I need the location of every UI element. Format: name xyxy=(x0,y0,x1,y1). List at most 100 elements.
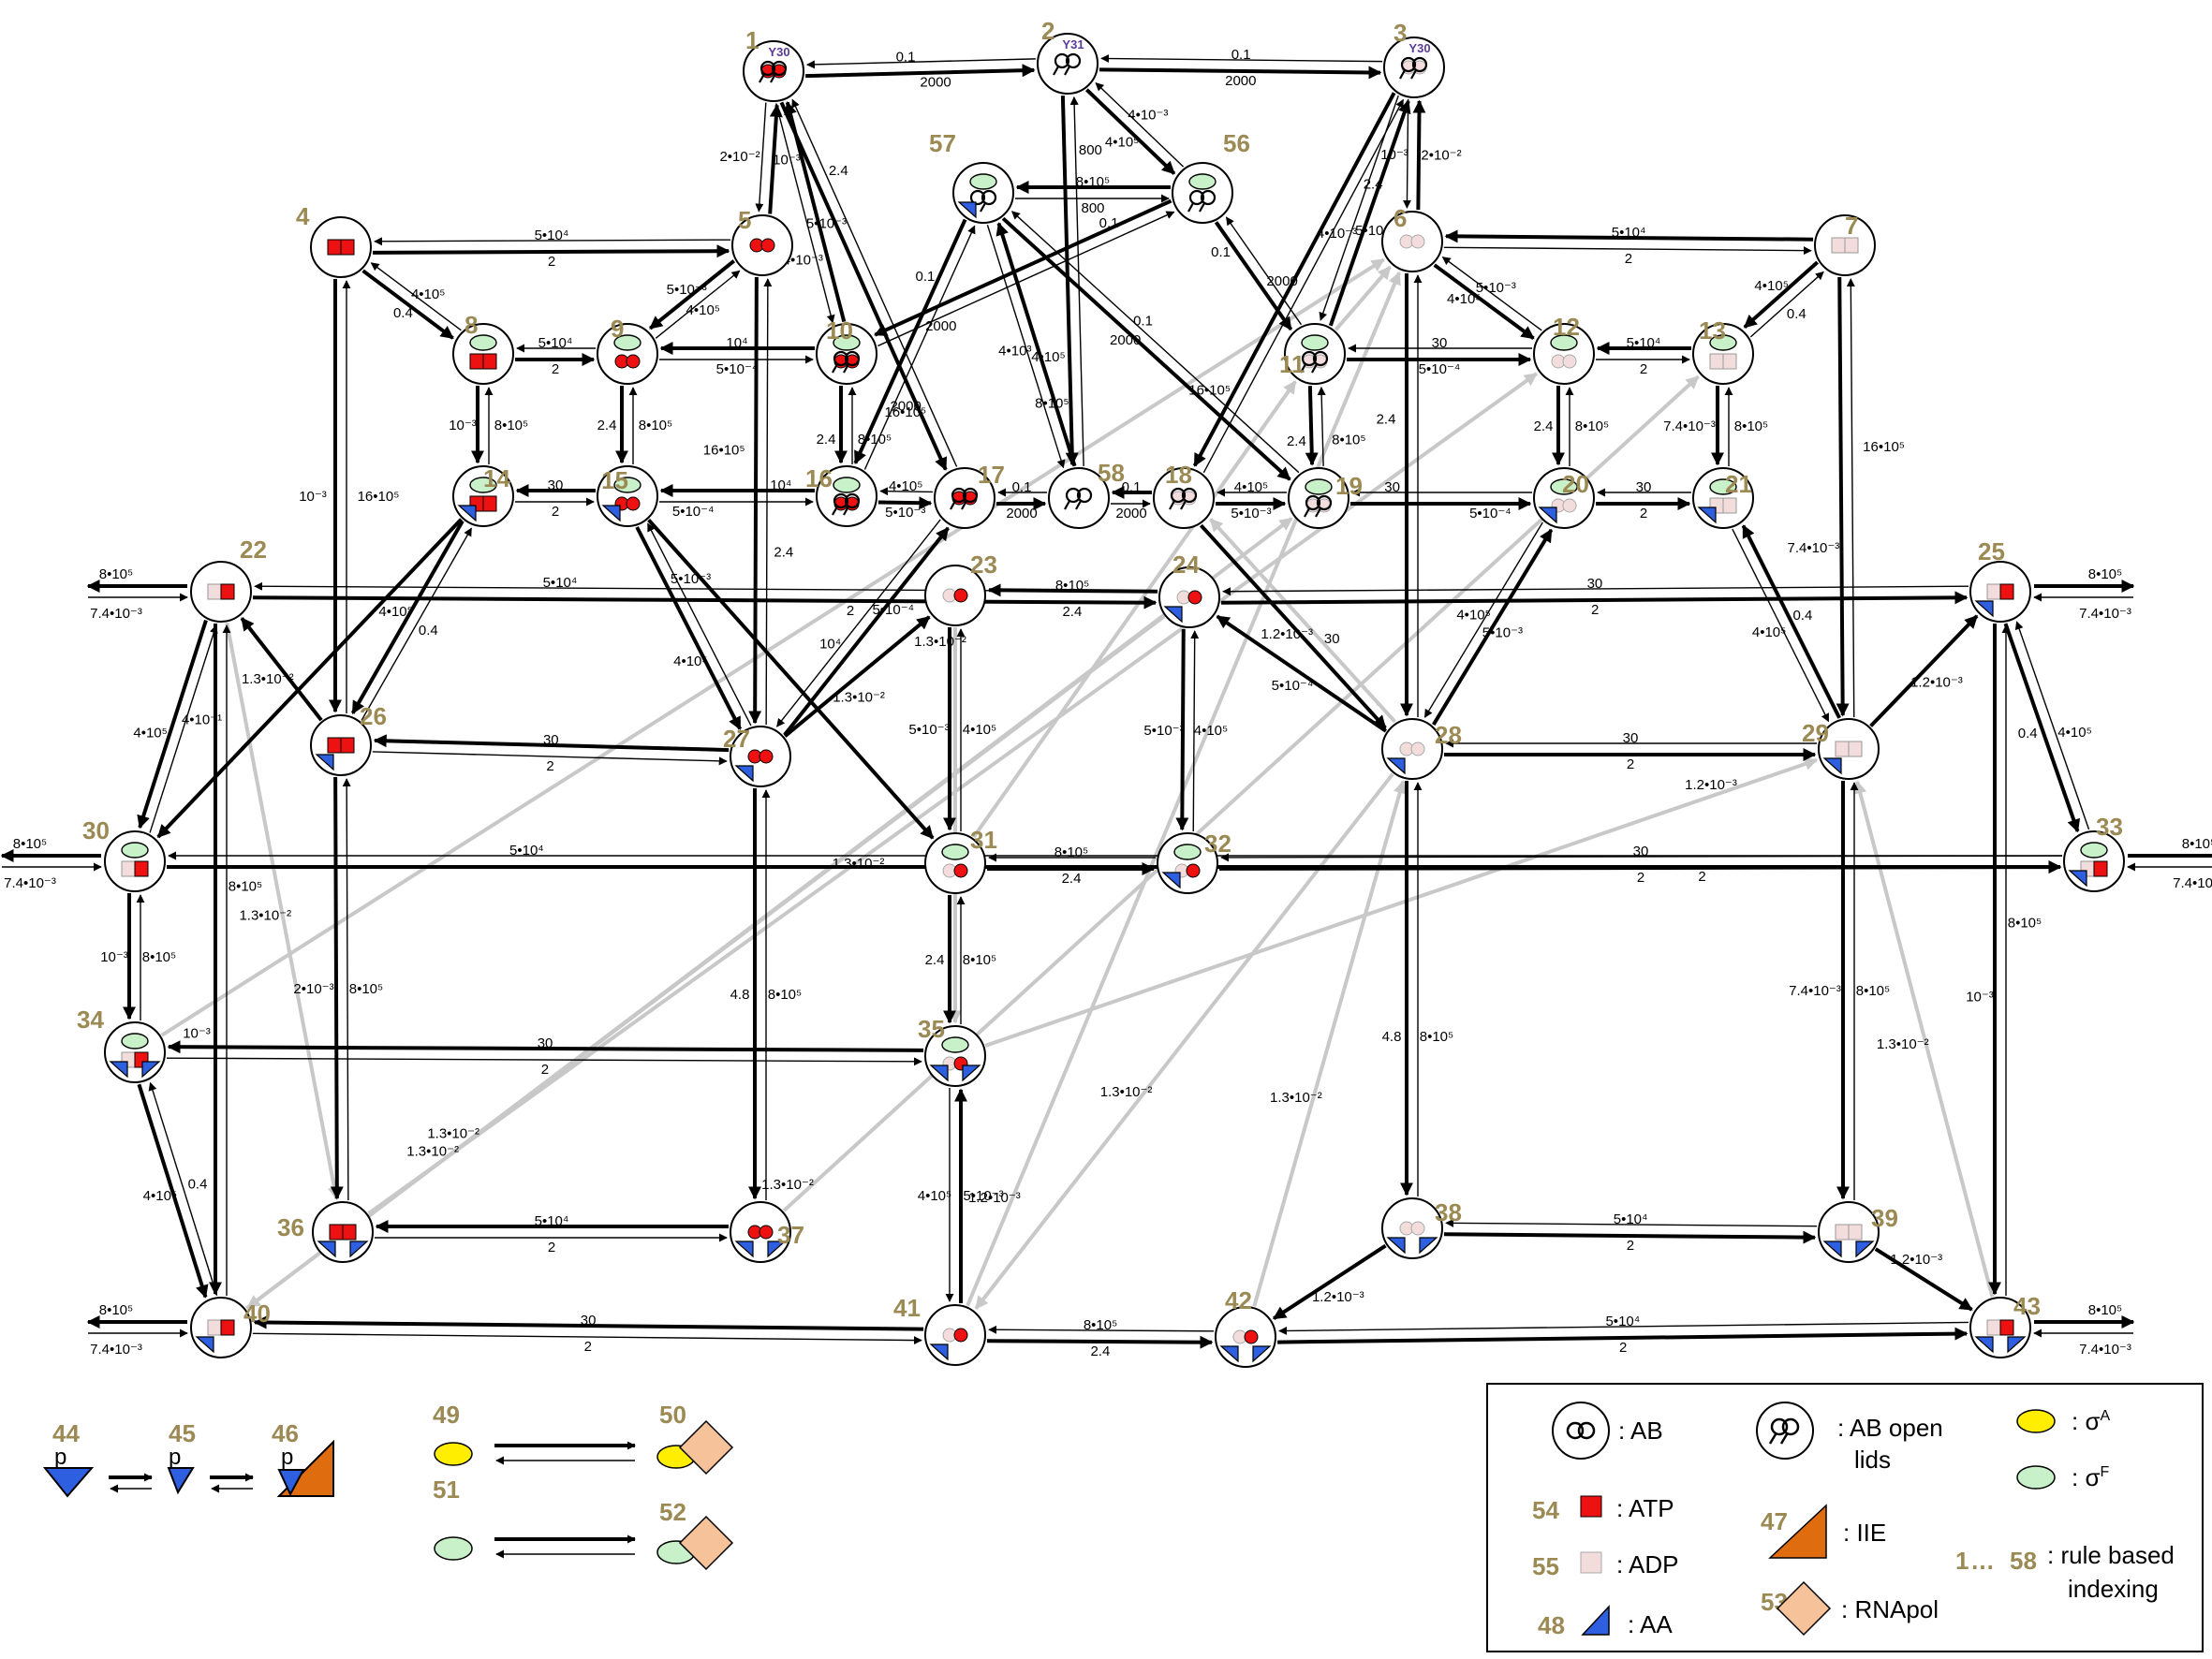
side-flows-layer: 8•10⁵7.4•10⁻³8•10⁵7.4•10⁻³8•10⁵7.4•10⁻³8… xyxy=(0,566,2212,1358)
adp-icon xyxy=(1722,497,1737,514)
aa-icon xyxy=(2068,870,2087,888)
rate-label-57-56: 800 xyxy=(1081,200,1104,216)
rate-label-40-41: 2 xyxy=(584,1339,592,1355)
ab-ring-right xyxy=(981,189,997,206)
rate-label-41-40: 30 xyxy=(581,1313,597,1329)
ab-ring-left xyxy=(1305,494,1321,511)
rate-label-14-26: 4•10⁵ xyxy=(378,604,413,620)
edge-57-to-58 xyxy=(986,225,1066,469)
node-index: 7 xyxy=(1845,212,1858,240)
node-7: 7 xyxy=(1814,212,1876,276)
legend-rule-index-58: 58 xyxy=(2010,1547,2037,1575)
rate-label-24-22: 2 xyxy=(847,603,854,619)
phospho-label-45: p xyxy=(169,1445,181,1470)
node-index: 11 xyxy=(1279,350,1305,378)
rate-label-2-58: 8•10⁵ xyxy=(1035,396,1069,412)
rate-label-27-23: 1.3•10⁻² xyxy=(833,689,885,705)
ab-lid-right xyxy=(1315,507,1321,518)
edge-22-to-30 xyxy=(137,619,208,830)
ab-ring-left xyxy=(1170,487,1187,504)
legend-iie-index: 47 xyxy=(1761,1507,1788,1535)
rate-label-10-16: 8•10⁵ xyxy=(858,432,892,448)
edge-57-to-19 xyxy=(1001,216,1291,481)
rate-label-28-24: 5•10⁻⁴ xyxy=(1272,678,1314,694)
node-index: 17 xyxy=(978,461,1005,489)
aa-icon xyxy=(734,765,754,783)
edge-11-to-3 xyxy=(1328,99,1411,327)
atp-icon xyxy=(220,1319,235,1336)
ab-lid-left xyxy=(1187,202,1194,213)
edge-29-to-21 xyxy=(1741,524,1841,719)
rate-label-5-9: 4•10⁵ xyxy=(686,302,721,318)
edge-18-to-28 xyxy=(1199,523,1387,729)
edge-7-to-6 xyxy=(1444,229,1814,243)
edge-2-to-56 xyxy=(1085,88,1176,175)
sigma-f-icon xyxy=(941,844,969,860)
node-index: 15 xyxy=(601,466,628,494)
edge-29-to-7 xyxy=(1846,278,1855,717)
node-index: 24 xyxy=(1172,551,1200,579)
node-41: 41 xyxy=(893,1294,986,1366)
ab-ring-right xyxy=(1316,494,1333,511)
rate-label-26-36: 8•10⁵ xyxy=(349,981,384,997)
adp-icon xyxy=(1831,237,1846,254)
node-13: 13 xyxy=(1692,316,1754,385)
rate-label-33-30: 2 xyxy=(1698,869,1705,885)
rate-label-33-25: 0.4 xyxy=(2018,726,2038,741)
ab-lid-left xyxy=(759,73,765,83)
ab-lid-right xyxy=(1064,66,1070,76)
adp-icon xyxy=(1835,1224,1850,1241)
edge-30-to-22 xyxy=(149,624,218,833)
node-index: 58 xyxy=(1098,459,1125,487)
edge-26-to-14 xyxy=(361,527,472,721)
node-33: 33 xyxy=(2063,813,2125,892)
edge-29-to-25 xyxy=(1869,614,1979,727)
legend-atp-label: : ATP xyxy=(1616,1494,1674,1522)
node-badge: Y31 xyxy=(1062,37,1084,51)
atp-icon xyxy=(1999,1319,2014,1336)
aa-icon xyxy=(1538,507,1557,524)
node-index: 43 xyxy=(2013,1292,2041,1320)
aa-icon xyxy=(315,754,334,771)
adp-icon xyxy=(1562,354,1577,369)
aa-icon xyxy=(141,1061,161,1079)
rate-label-19-11: 2.4 xyxy=(1287,433,1306,449)
legend-aa: 48 : AA xyxy=(1538,1605,1673,1639)
rate-label-11-12: 30 xyxy=(1432,335,1448,351)
edge-14-to-26 xyxy=(350,520,465,714)
rate-label-24-23: 8•10⁵ xyxy=(1055,578,1090,594)
index-44: 44 xyxy=(52,1419,80,1447)
node-index: 30 xyxy=(82,816,110,844)
ab-lid-left xyxy=(832,363,838,374)
node-30: 30 xyxy=(82,816,166,892)
node-index: 19 xyxy=(1335,472,1363,500)
rate-label-24-25: 30 xyxy=(1587,576,1603,592)
rate-label-25-24: 2 xyxy=(1591,602,1599,618)
edge-11-to-6 xyxy=(1334,265,1392,331)
edge-7-to-13 xyxy=(1743,260,1819,330)
aa-icon xyxy=(1822,757,1842,775)
node-index: 40 xyxy=(243,1299,271,1328)
side-in-label-25: 7.4•10⁻³ xyxy=(2079,606,2131,622)
legend-ab-open-label: : AB open xyxy=(1837,1414,1943,1442)
side-out-label-33: 8•10⁵ xyxy=(2182,836,2212,852)
rate-label-26-14: 0.4 xyxy=(419,623,438,639)
edge-2-to-58 xyxy=(1060,95,1079,466)
adp-icon xyxy=(1580,1551,1602,1574)
rate-label-35-41: 5•10⁻³ xyxy=(963,1188,1003,1204)
rate-label-30-33: 5•10⁴ xyxy=(509,843,544,859)
rate-label-5-27: 16•10⁵ xyxy=(703,442,745,458)
rate-label-28-38: 8•10⁵ xyxy=(1420,1029,1454,1045)
node-39: 39 xyxy=(1818,1201,1898,1263)
rate-label-30-22: 4•10⁻¹ xyxy=(182,712,222,727)
ab-ring-left xyxy=(1065,487,1082,504)
node-31: 31 xyxy=(924,826,997,894)
ab-lid-right xyxy=(1199,202,1205,213)
sigma-f-icon xyxy=(1550,478,1578,495)
atp-icon xyxy=(340,239,355,256)
ab-lid-right xyxy=(980,202,986,213)
edge-18-to-3 xyxy=(1202,98,1404,474)
edge-25-to-33 xyxy=(2003,623,2081,833)
atp-icon xyxy=(2093,860,2108,877)
